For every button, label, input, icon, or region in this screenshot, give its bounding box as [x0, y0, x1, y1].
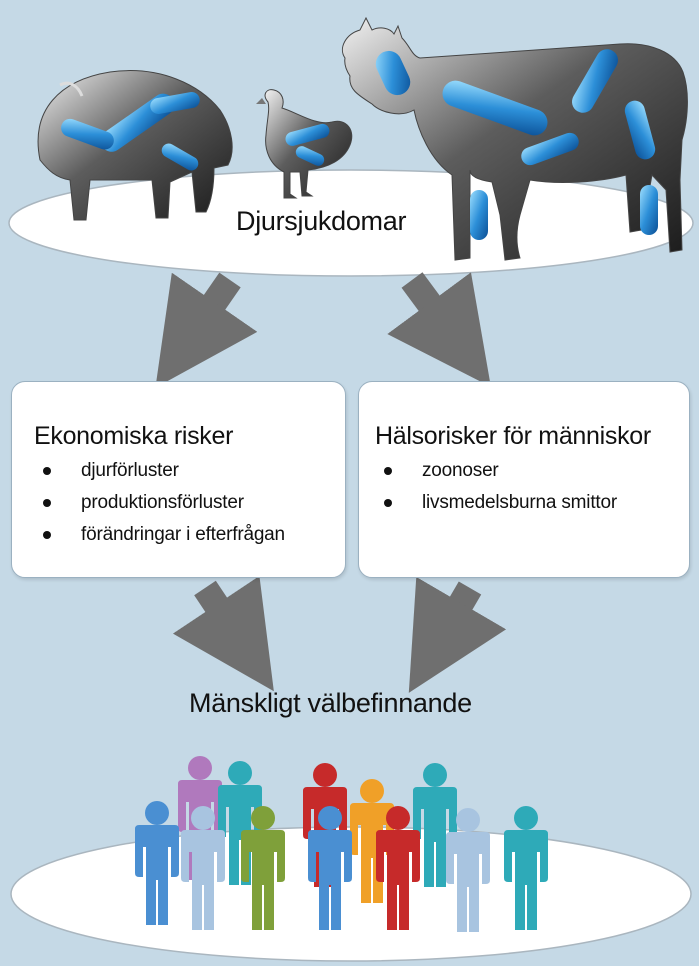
- top-title: Djursjukdomar: [236, 206, 407, 236]
- bullet-icon: [43, 531, 51, 539]
- list-item: livsmedelsburna smittor: [375, 487, 689, 519]
- list-item: förändringar i efterfrågan: [34, 519, 345, 551]
- list-item: zoonoser: [375, 455, 689, 487]
- chicken-icon: [256, 89, 353, 199]
- arrow-bottom-right: [408, 576, 507, 693]
- health-risks-list: zoonoser livsmedelsburna smittor: [375, 455, 689, 519]
- bullet-icon: [384, 467, 392, 475]
- bottom-title: Mänskligt välbefinnande: [189, 688, 472, 718]
- arrow-top-left: [155, 272, 258, 388]
- list-item: djurförluster: [34, 455, 345, 487]
- health-risks-title: Hälsorisker för människor: [375, 422, 651, 450]
- economic-risks-box: Ekonomiska risker djurförluster produkti…: [11, 381, 346, 578]
- bullet-icon: [43, 499, 51, 507]
- health-risks-box: Hälsorisker för människor zoonoser livsm…: [358, 381, 690, 578]
- bullet-icon: [43, 467, 51, 475]
- arrow-bottom-left: [172, 575, 274, 692]
- cow-icon: [341, 16, 688, 261]
- list-item: produktionsförluster: [34, 487, 345, 519]
- economic-risks-list: djurförluster produktionsförluster förän…: [34, 455, 345, 551]
- arrow-top-right: [387, 272, 491, 387]
- bullet-icon: [384, 499, 392, 507]
- pig-icon: [37, 70, 233, 221]
- economic-risks-title: Ekonomiska risker: [34, 422, 234, 450]
